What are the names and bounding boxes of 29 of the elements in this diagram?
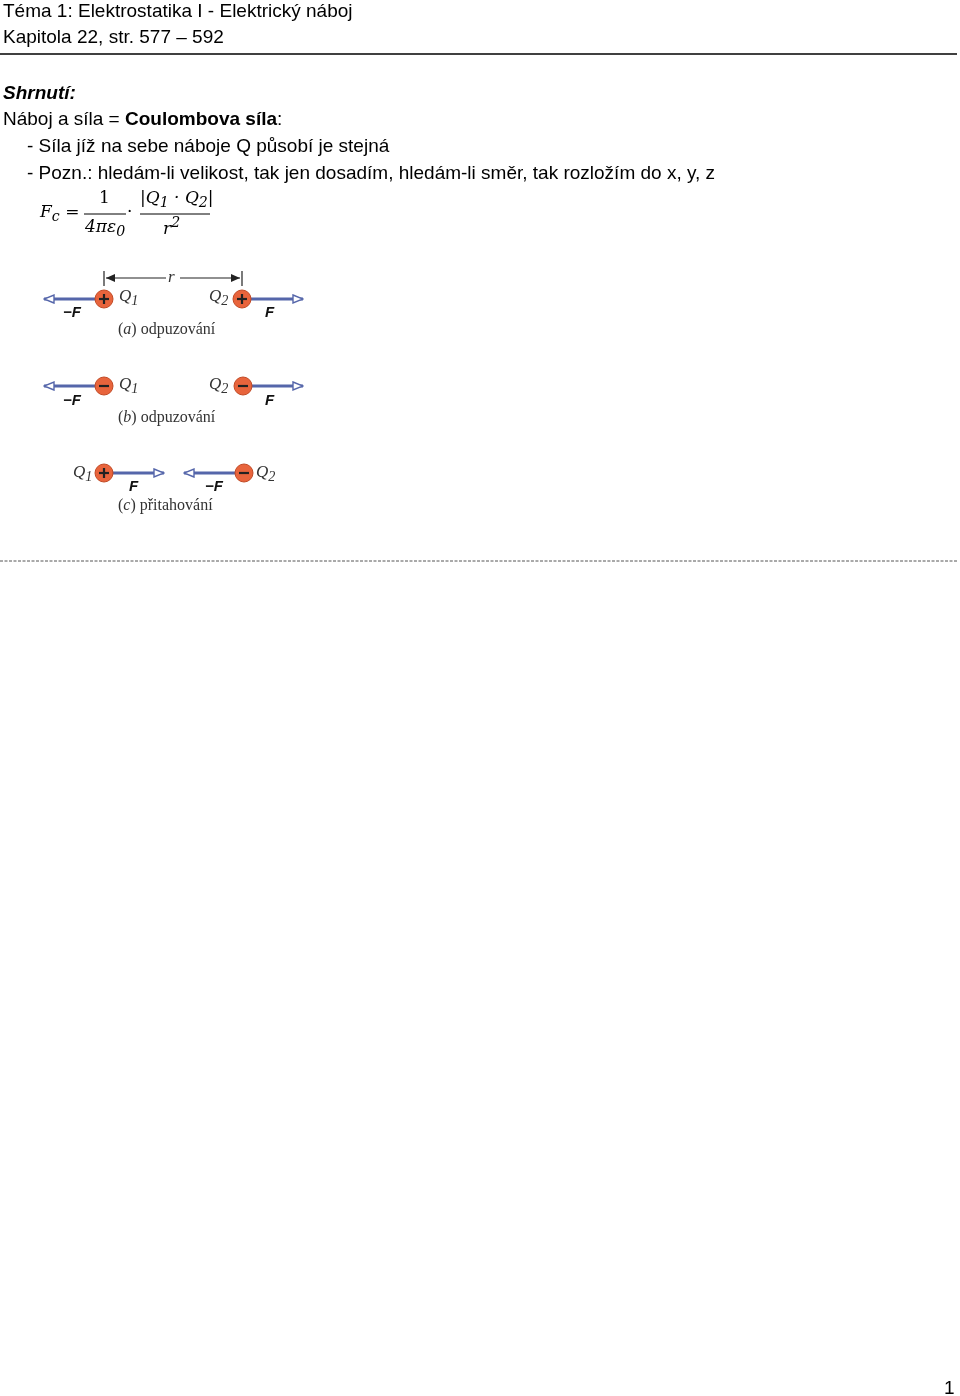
header-text: Kapitola 22, str. 577 – 592 (3, 26, 224, 48)
formula-denominator: r$^{2}$ (163, 214, 181, 239)
charge-label: Q$_{2}$ (209, 286, 229, 309)
figure-caption: (b) odpuzování (118, 408, 216, 427)
header-text: Téma 1: Elektrostatika I - Elektrický náboj (3, 0, 353, 22)
force-label: −F (63, 391, 81, 409)
bullet-item: - Pozn.: hledám-li velikost, tak jen dosadím, hledám-li směr, tak rozložím do x, y, z (27, 162, 716, 184)
formula-numerator: |Q$_{1}$ · Q$_{2}$| (140, 188, 214, 211)
charge-label: Q$_{2}$ (256, 462, 276, 485)
charge-label: Q$_{1}$ (119, 374, 139, 397)
charge-label: Q$_{2}$ (209, 374, 229, 397)
formula-operator: · (127, 202, 133, 222)
summary-line: Náboj a síla = Coulombova síla: (3, 108, 283, 130)
formula-term: F$_{c}$ = (40, 202, 80, 225)
figure-caption: (c) přitahování (118, 496, 213, 515)
force-label: −F (205, 477, 223, 495)
figure-caption: (a) odpuzování (118, 320, 216, 339)
formula-denominator: 4πε$_{0}$ (85, 217, 126, 240)
force-label: F (265, 303, 275, 321)
formula-numerator: 1 (99, 188, 110, 208)
force-label: −F (63, 303, 81, 321)
force-label: F (265, 391, 275, 409)
charge-label: Q$_{1}$ (73, 462, 93, 485)
bullet-item: - Síla jíž na sebe náboje Q působí je stejná (27, 135, 390, 157)
section-heading: Shrnutí: (3, 82, 76, 104)
force-label: F (129, 477, 139, 495)
charge-label: Q$_{1}$ (119, 286, 139, 309)
page-number: 1 (944, 1377, 955, 1396)
distance-label: r (168, 267, 175, 287)
